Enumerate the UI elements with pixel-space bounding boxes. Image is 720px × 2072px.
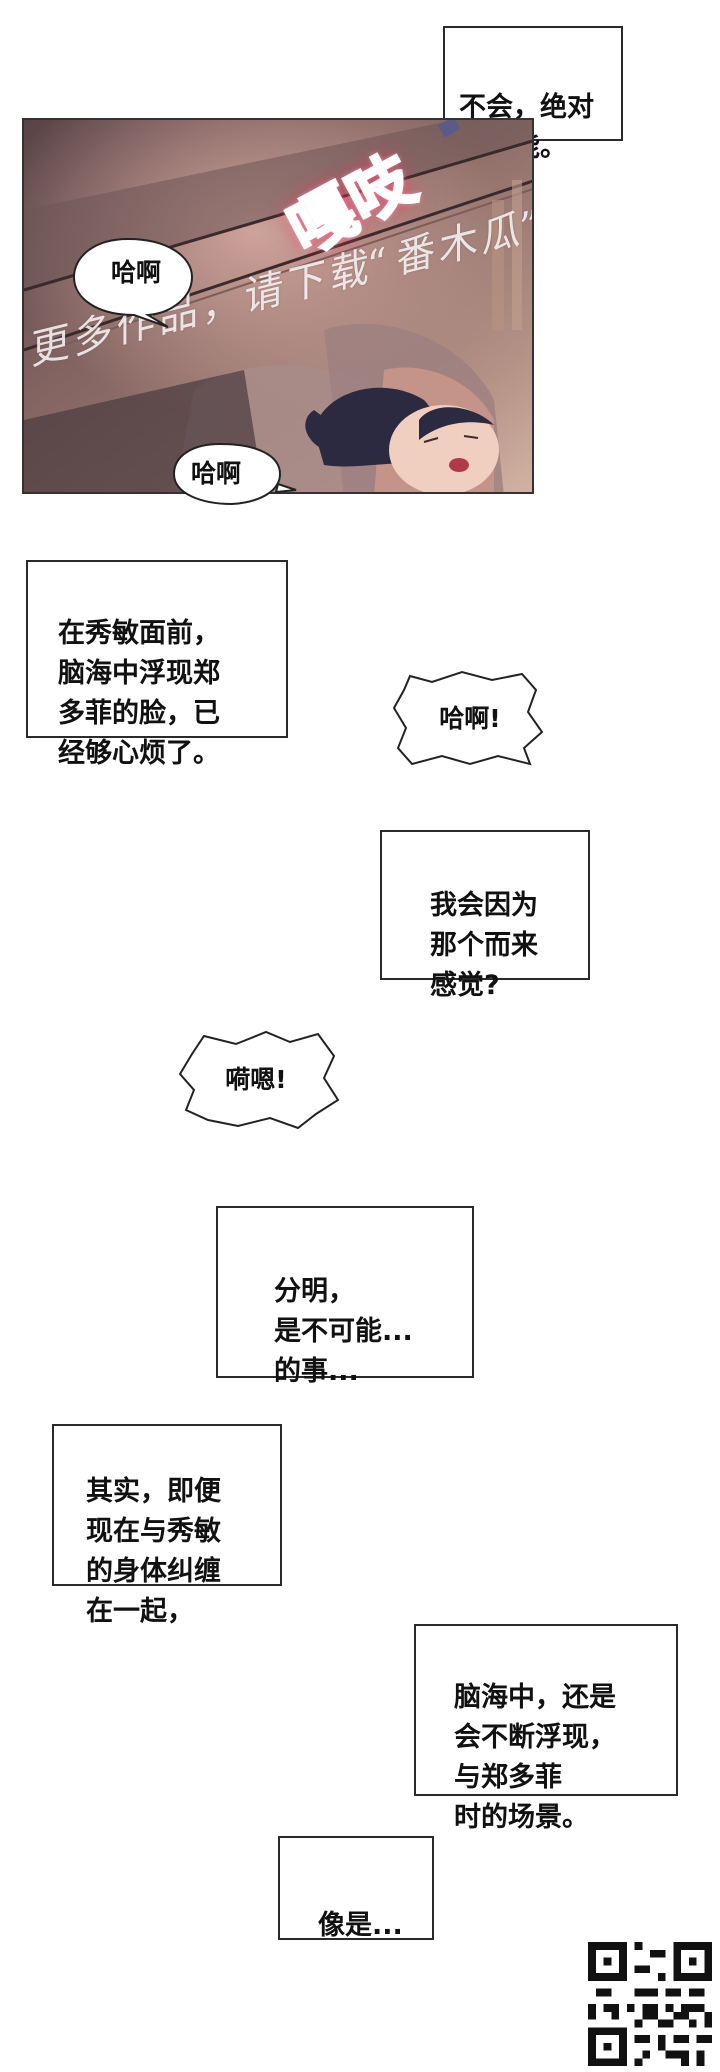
speech-bubble-b-text: 哈啊 bbox=[190, 459, 241, 488]
caption-text-2: 我会因为 那个而来 感觉? bbox=[430, 890, 538, 1001]
caption-text-4: 其实，即便 现在与秀敏 的身体纠缠 在一起， bbox=[86, 1476, 221, 1627]
caption-text-6: 像是... bbox=[318, 1910, 403, 1941]
caption-box-4: 其实，即便 现在与秀敏 的身体纠缠 在一起， bbox=[52, 1424, 282, 1627]
caption-text-5: 脑海中，还是 会不断浮现， 与郑多菲 时的场景。 bbox=[454, 1682, 616, 1833]
exclaim-bubble-1 bbox=[392, 670, 544, 766]
caption-box-6: 像是... bbox=[278, 1836, 434, 1941]
caption-text-3: 分明， 是不可能... 的事... bbox=[274, 1276, 413, 1387]
caption-box-1: 在秀敏面前， 脑海中浮现郑 多菲的脸，已 经够心烦了。 bbox=[26, 560, 288, 769]
speech-bubble-b bbox=[172, 442, 297, 506]
exclaim-bubble-2 bbox=[178, 1030, 340, 1130]
caption-box-3: 分明， 是不可能... 的事... bbox=[216, 1206, 474, 1387]
caption-box-5: 脑海中，还是 会不断浮现， 与郑多菲 时的场景。 bbox=[414, 1624, 678, 1833]
exclaim-bubble-1-text: 哈啊! bbox=[439, 704, 501, 733]
caption-box-2: 我会因为 那个而来 感觉? bbox=[380, 830, 590, 1001]
qr-code-image bbox=[588, 1942, 712, 2066]
caption-text-1: 在秀敏面前， 脑海中浮现郑 多菲的脸，已 经够心烦了。 bbox=[58, 618, 220, 769]
speech-bubble-a-text: 哈啊 bbox=[110, 258, 161, 287]
speech-bubble-a bbox=[72, 237, 194, 328]
exclaim-bubble-2-text: 嗬嗯! bbox=[225, 1065, 287, 1094]
